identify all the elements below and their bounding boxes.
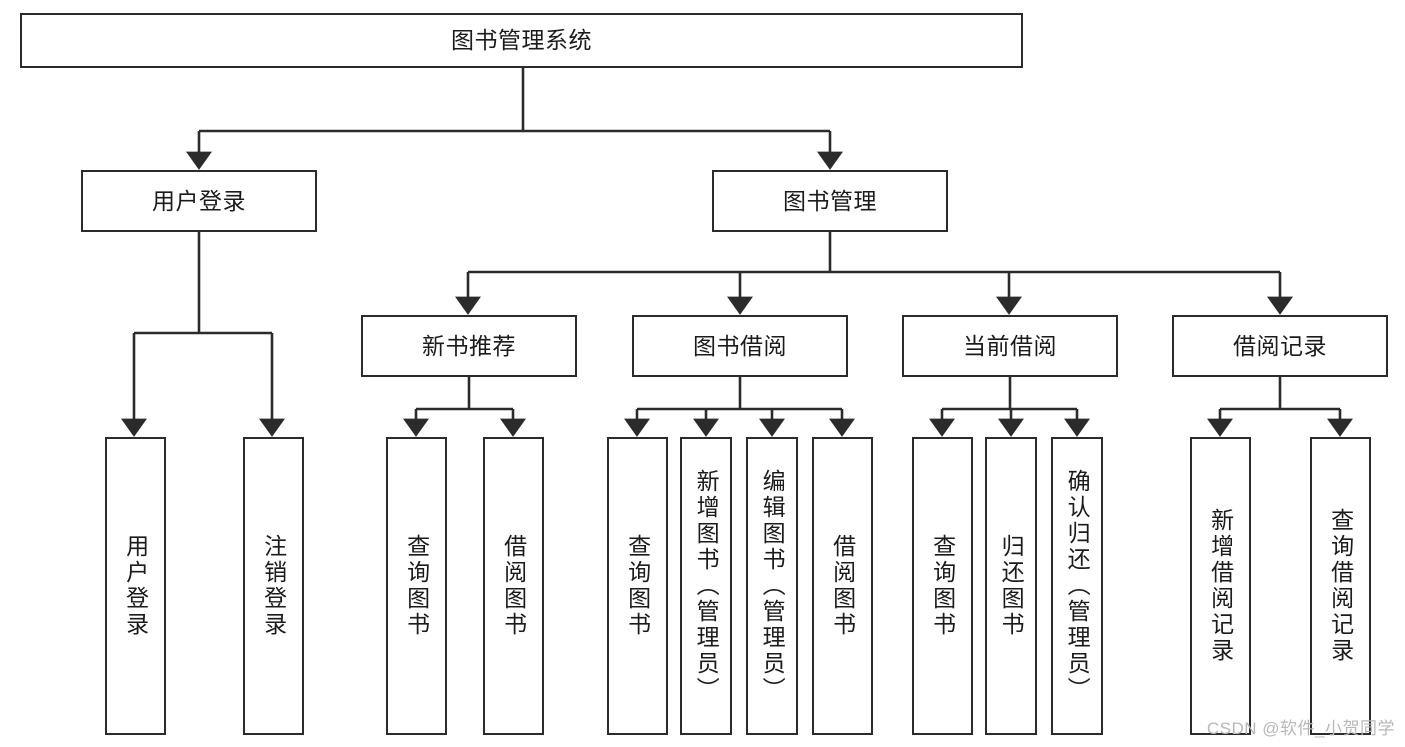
- node-leaf-edit-book-admin-label: 编辑图书（管理员）: [759, 469, 786, 703]
- node-leaf-query-book-cur[interactable]: 查询图书: [912, 437, 973, 735]
- node-current-borrow-label: 当前借阅: [963, 332, 1057, 359]
- node-leaf-confirm-return-admin-label: 确认归还（管理员）: [1064, 469, 1091, 703]
- node-leaf-borrow-book-rec[interactable]: 借阅图书: [483, 437, 544, 735]
- node-leaf-query-book-borrow-label: 查询图书: [624, 534, 651, 638]
- node-leaf-query-book-cur-label: 查询图书: [929, 534, 956, 638]
- node-book-borrow-label: 图书借阅: [693, 332, 787, 359]
- node-book-manage[interactable]: 图书管理: [712, 170, 948, 232]
- node-leaf-add-book-admin[interactable]: 新增图书（管理员）: [680, 437, 732, 735]
- node-book-manage-label: 图书管理: [783, 187, 877, 214]
- node-leaf-add-borrow-record-label: 新增借阅记录: [1207, 508, 1234, 664]
- node-new-book-recommend-label: 新书推荐: [422, 332, 516, 359]
- node-leaf-user-login[interactable]: 用户登录: [105, 437, 166, 735]
- node-leaf-query-book-rec[interactable]: 查询图书: [386, 437, 447, 735]
- node-current-borrow[interactable]: 当前借阅: [902, 315, 1118, 377]
- node-leaf-query-book-borrow[interactable]: 查询图书: [607, 437, 668, 735]
- node-leaf-user-login-label: 用户登录: [122, 534, 149, 638]
- node-user-login-label: 用户登录: [152, 187, 246, 214]
- node-leaf-add-book-admin-label: 新增图书（管理员）: [693, 469, 720, 703]
- node-leaf-borrow-book-rec-label: 借阅图书: [500, 534, 527, 638]
- node-leaf-borrow-book-label: 借阅图书: [829, 534, 856, 638]
- node-leaf-return-book[interactable]: 归还图书: [985, 437, 1037, 735]
- node-borrow-record[interactable]: 借阅记录: [1172, 315, 1388, 377]
- node-root[interactable]: 图书管理系统: [20, 13, 1023, 68]
- node-leaf-logout-login-label: 注销登录: [260, 534, 287, 638]
- node-leaf-query-borrow-record-label: 查询借阅记录: [1327, 508, 1354, 664]
- node-leaf-confirm-return-admin[interactable]: 确认归还（管理员）: [1051, 437, 1103, 735]
- node-leaf-query-book-rec-label: 查询图书: [403, 534, 430, 638]
- node-leaf-edit-book-admin[interactable]: 编辑图书（管理员）: [746, 437, 798, 735]
- node-leaf-add-borrow-record[interactable]: 新增借阅记录: [1190, 437, 1251, 735]
- node-leaf-query-borrow-record[interactable]: 查询借阅记录: [1310, 437, 1371, 735]
- node-user-login[interactable]: 用户登录: [81, 170, 317, 232]
- node-root-label: 图书管理系统: [451, 27, 592, 54]
- node-leaf-return-book-label: 归还图书: [998, 534, 1025, 638]
- node-leaf-borrow-book[interactable]: 借阅图书: [812, 437, 873, 735]
- node-borrow-record-label: 借阅记录: [1233, 332, 1327, 359]
- node-book-borrow[interactable]: 图书借阅: [632, 315, 848, 377]
- node-leaf-logout-login[interactable]: 注销登录: [243, 437, 304, 735]
- node-new-book-recommend[interactable]: 新书推荐: [361, 315, 577, 377]
